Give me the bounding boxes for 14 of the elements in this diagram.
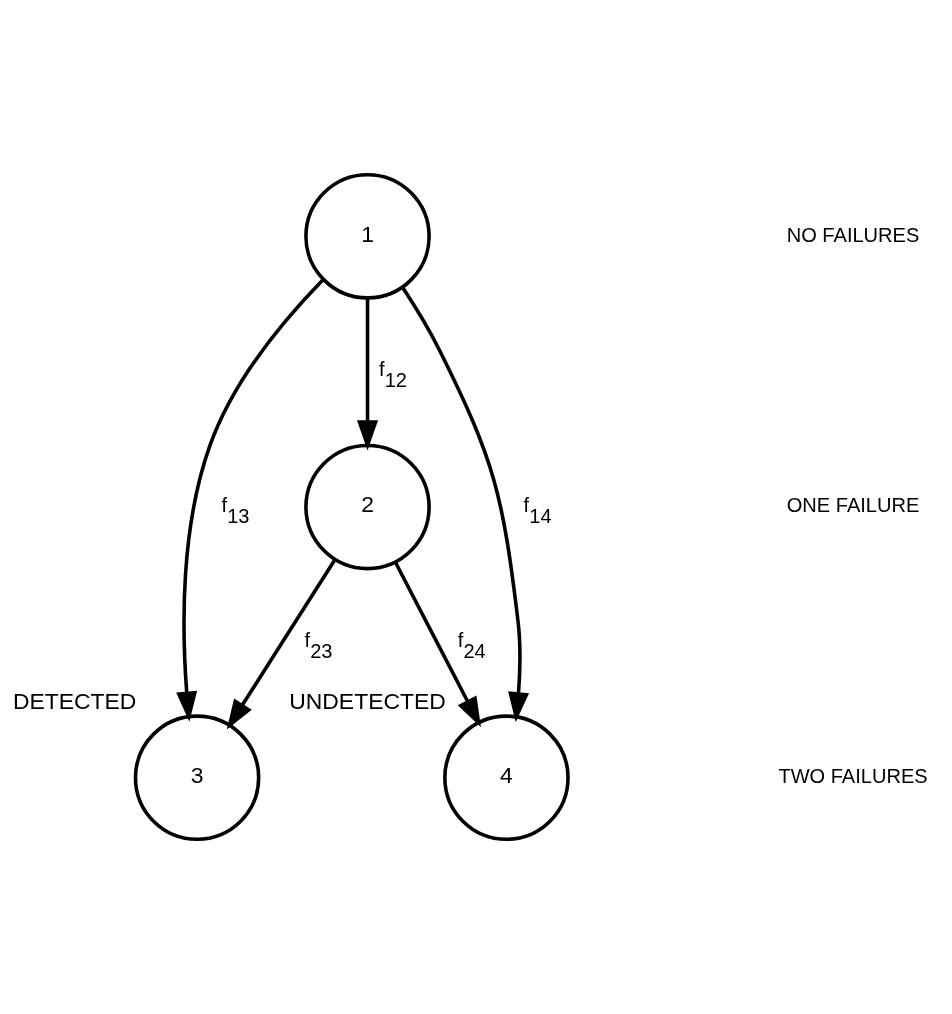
node-circle: 2 <box>304 443 431 571</box>
arrow <box>226 558 337 730</box>
node-label: DETECTED <box>12 687 137 714</box>
arrow <box>393 561 481 728</box>
label: ONE FAILURE <box>786 494 920 517</box>
node-label: UNDETECTED <box>289 687 446 714</box>
node-circle: 3 <box>133 714 261 842</box>
label: TWO FAILURES <box>778 764 928 787</box>
node-circle: 1 <box>304 172 431 300</box>
arrow <box>176 278 325 722</box>
label: NO FAILURES <box>786 223 920 246</box>
arrow <box>356 298 379 451</box>
node-circle: 4 <box>443 714 570 842</box>
arrow <box>401 286 530 723</box>
